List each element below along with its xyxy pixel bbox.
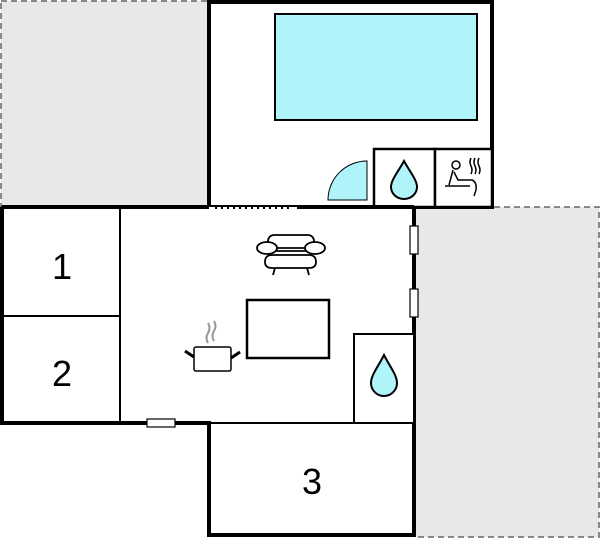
sauna-room xyxy=(433,147,494,209)
pool xyxy=(274,13,478,121)
terrace-right xyxy=(413,206,600,538)
window xyxy=(409,288,419,318)
water-drop-icon xyxy=(389,158,419,200)
cooking-pot-icon xyxy=(184,320,241,372)
walls xyxy=(0,205,416,537)
sofa-icon xyxy=(256,234,326,276)
door-arc xyxy=(327,160,368,201)
room-1 xyxy=(1,206,121,317)
room-1-label: 1 xyxy=(52,246,72,287)
sauna-icon xyxy=(445,157,481,197)
room-2 xyxy=(1,315,121,424)
terrace-top-left xyxy=(0,0,210,208)
table xyxy=(245,298,331,360)
room-2-label: 2 xyxy=(52,353,72,394)
room-3-label: 3 xyxy=(302,461,322,502)
window xyxy=(409,225,419,255)
water-drop-icon xyxy=(369,352,399,397)
window xyxy=(146,418,176,428)
